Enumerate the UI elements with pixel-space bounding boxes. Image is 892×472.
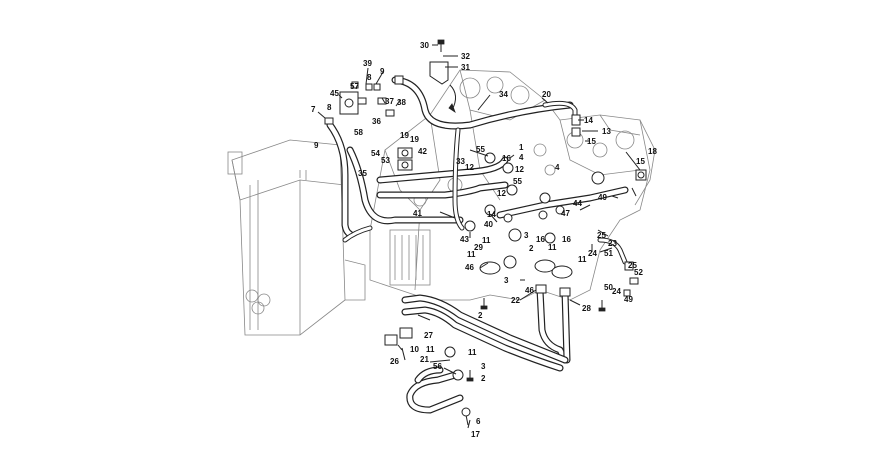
callout-24: 24 [588,249,597,258]
callout-2b: 2 [478,311,483,320]
callout-35: 35 [358,169,367,178]
callout-56: 56 [433,362,442,371]
callout-14b: 14 [487,210,496,219]
callout-labels: 30 32 31 39 9 57 8 45 7 37 38 34 20 14 1… [311,41,657,439]
callout-9b: 9 [314,141,319,150]
callout-55b: 55 [513,177,522,186]
oil-tank-outline [227,139,366,336]
callout-25b: 25 [628,261,637,270]
callout-20: 20 [542,90,551,99]
callout-41: 41 [413,209,422,218]
callout-33: 33 [456,157,465,166]
callout-16: 16 [536,235,545,244]
callout-6: 6 [476,417,481,426]
callout-45: 45 [330,89,339,98]
callout-30: 30 [420,41,429,50]
callout-15b: 15 [636,157,645,166]
callout-25: 25 [597,231,606,240]
callout-3c: 3 [481,362,486,371]
callout-38: 38 [397,98,406,107]
callout-11e: 11 [426,345,435,354]
callout-42: 42 [418,147,427,156]
callout-54: 54 [371,149,380,158]
callout-9: 9 [380,67,385,76]
callout-31: 31 [461,63,470,72]
callout-3b: 3 [504,276,509,285]
callout-4b: 4 [555,163,560,172]
callout-2: 2 [529,244,534,253]
callout-46b: 46 [525,286,534,295]
callout-23: 23 [608,239,617,248]
leader-lines [317,44,641,429]
callout-26: 26 [390,357,399,366]
callout-52: 52 [634,268,643,277]
callout-8b: 8 [327,103,332,112]
callout-11c: 11 [548,243,557,252]
callout-16b: 16 [562,235,571,244]
callout-28: 28 [582,304,591,313]
callout-37: 37 [385,97,394,106]
callout-55: 55 [476,145,485,154]
callout-44: 44 [573,199,582,208]
callout-27: 27 [424,331,433,340]
callout-34: 34 [499,90,508,99]
callout-49: 49 [598,193,607,202]
callout-8: 8 [367,73,372,82]
callout-11f: 11 [468,348,477,357]
callout-17: 17 [471,430,480,439]
callout-11: 11 [482,236,491,245]
callout-13: 13 [602,127,611,136]
callout-12b: 12 [465,163,474,172]
callout-14: 14 [584,116,593,125]
callout-51: 51 [604,249,613,258]
callout-1: 1 [519,143,524,152]
callout-19: 19 [400,131,409,140]
callout-46: 46 [465,263,474,272]
callout-3: 3 [524,231,529,240]
transmission-housing [369,69,656,301]
callout-18: 18 [648,147,657,156]
fittings [324,39,647,426]
callout-4: 4 [519,153,524,162]
callout-2c: 2 [481,374,486,383]
callout-21: 21 [420,355,429,364]
callout-57: 57 [350,82,359,91]
callout-24b: 24 [612,287,621,296]
callout-47: 47 [561,209,570,218]
callout-19b: 19 [410,135,419,144]
callout-16c: 16 [502,154,511,163]
callout-50: 50 [604,283,613,292]
callout-7: 7 [311,105,316,114]
callout-12c: 12 [497,189,506,198]
hose-lines [326,76,629,414]
callout-11d: 11 [578,255,587,264]
callout-12: 12 [515,165,524,174]
callout-43: 43 [460,235,469,244]
callout-22: 22 [511,296,520,305]
callout-40: 40 [484,220,493,229]
callout-36: 36 [372,117,381,126]
callout-49b: 49 [624,295,633,304]
callout-32: 32 [461,52,470,61]
callout-58: 58 [354,128,363,137]
callout-15: 15 [587,137,596,146]
callout-39: 39 [363,59,372,68]
callout-11b: 11 [467,250,476,259]
callout-29: 29 [474,243,483,252]
callout-10: 10 [410,345,419,354]
callout-53: 53 [381,156,390,165]
